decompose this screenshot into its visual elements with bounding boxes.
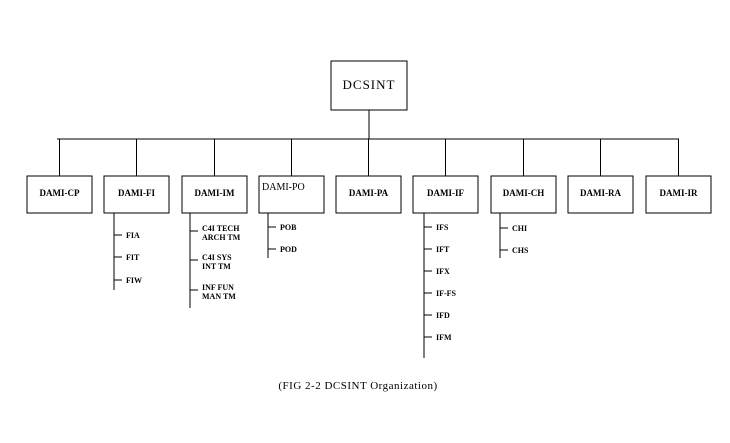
division-box (181, 175, 248, 214)
sub-unit-label: POB (280, 223, 297, 232)
division-label: DAMI-IR (660, 188, 698, 198)
sub-unit-label: CHS (512, 246, 529, 255)
division-box (567, 175, 634, 214)
sub-unit-label: C4I TECH (202, 224, 240, 233)
division-label: DAMI-CP (40, 188, 80, 198)
division-box (258, 175, 325, 214)
divisions-group: DAMI-CP DAMI-FI FIA FIT FIW DAMI-IM C4I TECHAR… (26, 139, 712, 358)
division-dami-pa: DAMI-PA (335, 139, 402, 214)
sub-unit-label: IF-FS (436, 289, 457, 298)
division-label: DAMI-CH (503, 188, 545, 198)
division-box (412, 175, 479, 214)
sub-unit-label: FIT (126, 253, 140, 262)
sub-unit-label: ARCH TM (202, 233, 241, 242)
division-box (645, 175, 712, 214)
sub-unit-label: IFD (436, 311, 450, 320)
sub-unit-label: CHI (512, 224, 527, 233)
sub-unit-label: INT TM (202, 262, 231, 271)
division-label: DAMI-FI (118, 188, 155, 198)
top-box (330, 60, 408, 111)
division-dami-po: DAMI-PO POB POD (258, 139, 325, 258)
division-box (490, 175, 557, 214)
top-label: DCSINT (343, 77, 396, 92)
sub-unit-label: POD (280, 245, 297, 254)
sub-unit-label: IFM (436, 333, 452, 342)
division-label: DAMI-RA (580, 188, 621, 198)
division-dami-ir: DAMI-IR (645, 139, 712, 214)
top-node: DCSINT (330, 60, 408, 111)
division-dami-ch: DAMI-CH CHI CHS (490, 139, 557, 258)
sub-unit-label: IFT (436, 245, 450, 254)
division-dami-cp: DAMI-CP (26, 139, 93, 214)
division-dami-fi: DAMI-FI FIA FIT FIW (103, 139, 170, 290)
sub-unit-label: FIA (126, 231, 140, 240)
sub-unit-label: INF FUN (202, 283, 234, 292)
division-label: DAMI-PA (349, 188, 389, 198)
figure-caption: (FIG 2-2 DCSINT Organization) (278, 380, 437, 392)
sub-unit-label: IFX (436, 267, 450, 276)
division-box (335, 175, 402, 214)
division-dami-if: DAMI-IF IFS IFT IFX IF-FS IFD IFM (412, 139, 479, 358)
sub-unit-label: MAN TM (202, 292, 236, 301)
division-label: DAMI-IF (427, 188, 464, 198)
sub-unit-label: FIW (126, 276, 142, 285)
division-dami-ra: DAMI-RA (567, 139, 634, 214)
division-label: DAMI-PO (262, 182, 305, 193)
division-box (26, 175, 93, 214)
sub-unit-label: C4I SYS (202, 253, 232, 262)
division-label: DAMI-IM (195, 188, 235, 198)
sub-unit-label: IFS (436, 223, 449, 232)
division-box (103, 175, 170, 214)
